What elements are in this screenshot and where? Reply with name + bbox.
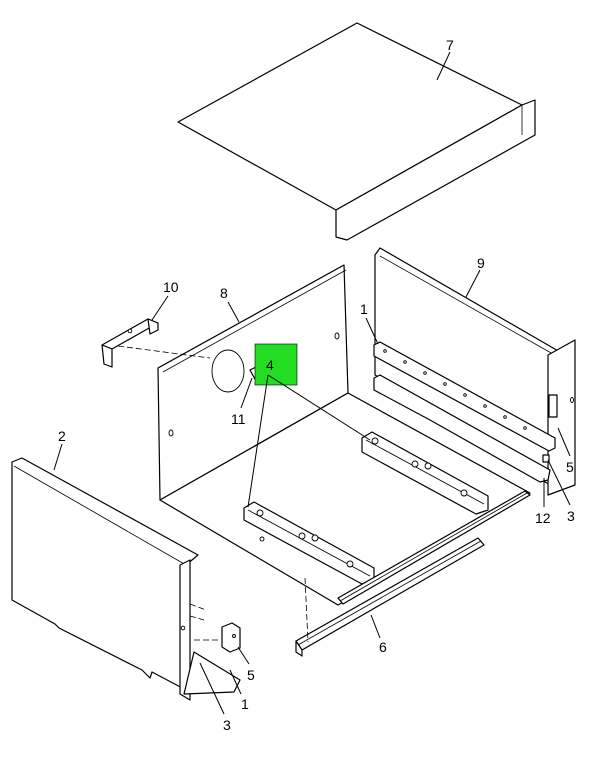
callout-1-top: 1 bbox=[360, 301, 368, 317]
callout-2: 2 bbox=[58, 428, 66, 444]
left-side-panel-part bbox=[11, 457, 241, 701]
top-cover-part bbox=[177, 22, 536, 241]
assembly-guide-lines bbox=[117, 345, 309, 643]
highlight-box bbox=[254, 343, 298, 386]
callout-9: 9 bbox=[477, 255, 485, 271]
callout-labels: 7 9 10 8 1 4 11 2 5 12 3 6 5 1 3 bbox=[58, 37, 575, 733]
callout-5-right: 5 bbox=[566, 459, 574, 475]
callout-11: 11 bbox=[231, 411, 246, 427]
callout-1-bottom: 1 bbox=[241, 696, 249, 712]
base-floor-part bbox=[159, 392, 531, 606]
callout-3-bottom: 3 bbox=[223, 717, 231, 733]
clip-part bbox=[221, 622, 241, 653]
callout-7: 7 bbox=[446, 37, 454, 53]
callout-12: 12 bbox=[535, 510, 551, 526]
callout-6: 6 bbox=[379, 639, 387, 655]
callout-5-bottom: 5 bbox=[247, 667, 255, 683]
bracket-part bbox=[101, 318, 159, 368]
callout-8: 8 bbox=[220, 285, 228, 301]
callout-10: 10 bbox=[163, 279, 179, 295]
bottom-trim-part bbox=[295, 537, 485, 657]
slide-rail-rear bbox=[361, 431, 489, 515]
leader-lines bbox=[53, 51, 571, 715]
callout-4: 4 bbox=[266, 357, 274, 373]
front-frame-rail bbox=[337, 490, 531, 605]
callout-3-right: 3 bbox=[567, 508, 575, 524]
